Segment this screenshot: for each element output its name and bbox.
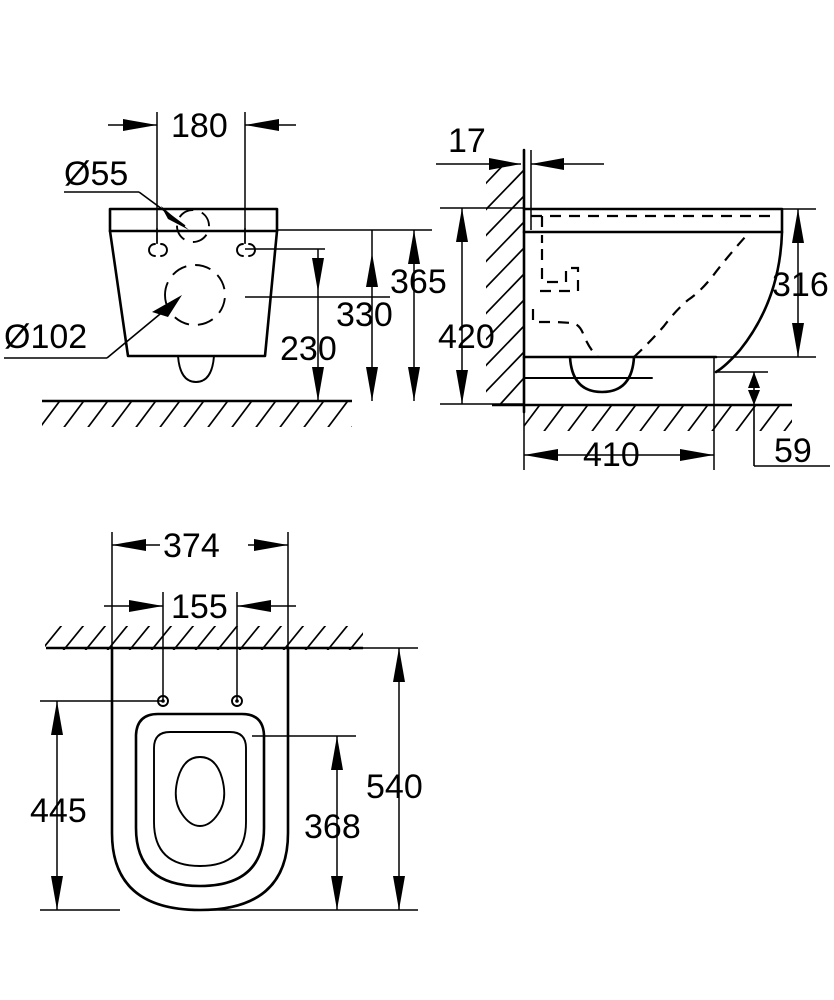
side-ground bbox=[492, 403, 792, 431]
dim-label-155: 155 bbox=[171, 588, 228, 626]
side-body-outline bbox=[522, 207, 784, 394]
plan-view: 374 155 bbox=[30, 527, 423, 912]
side-dim-17: 17 bbox=[436, 122, 604, 170]
front-dim-180: 180 bbox=[108, 107, 296, 243]
side-dim-316: 316 bbox=[716, 208, 829, 358]
plan-dim-445: 445 bbox=[30, 700, 163, 911]
front-dim-365: 365 bbox=[277, 229, 447, 401]
side-ground-hatch bbox=[524, 405, 792, 431]
plan-dim-155: 155 bbox=[104, 588, 296, 648]
front-outlet-circle bbox=[164, 264, 226, 326]
front-inlet-circle bbox=[176, 209, 210, 243]
dim-label-374: 374 bbox=[163, 527, 220, 565]
front-body-outline bbox=[108, 207, 279, 383]
dim-label-17: 17 bbox=[448, 122, 486, 160]
front-dim-230: 230 bbox=[245, 248, 337, 401]
side-elevation-view: 17 bbox=[436, 122, 830, 474]
dim-label-420: 420 bbox=[438, 318, 495, 356]
front-elevation-view: 180 bbox=[4, 107, 447, 427]
plan-mounting-hole-left bbox=[157, 648, 169, 707]
front-mounting-hole-left bbox=[148, 228, 168, 257]
plan-body-outline bbox=[110, 646, 290, 912]
side-dim-420: 420 bbox=[438, 207, 524, 405]
front-dim-330: 330 bbox=[245, 230, 393, 401]
plan-dim-374: 374 bbox=[111, 527, 289, 648]
plan-dim-540: 540 bbox=[200, 647, 423, 911]
dim-label-540: 540 bbox=[366, 768, 423, 806]
side-wall bbox=[486, 148, 532, 414]
side-dim-59: 59 bbox=[716, 371, 830, 470]
front-ground bbox=[42, 399, 352, 427]
dim-label-d55: Ø55 bbox=[64, 155, 128, 193]
dim-label-330: 330 bbox=[336, 296, 393, 334]
dim-label-180: 180 bbox=[171, 107, 228, 145]
side-wall-hatch bbox=[486, 163, 524, 406]
front-mounting-hole-right bbox=[236, 228, 256, 257]
dim-label-316: 316 bbox=[772, 266, 829, 304]
dim-label-410: 410 bbox=[583, 436, 640, 474]
plan-wall-hatch bbox=[45, 626, 363, 650]
front-leader-d55: Ø55 bbox=[64, 155, 189, 230]
plan-dim-368: 368 bbox=[252, 735, 361, 910]
dim-label-230: 230 bbox=[280, 330, 337, 368]
dim-label-365: 365 bbox=[390, 263, 447, 301]
side-hidden-detail bbox=[531, 214, 770, 358]
front-leader-d102: Ø102 bbox=[4, 295, 182, 359]
dim-label-59: 59 bbox=[774, 432, 812, 470]
side-dim-410: 410 bbox=[523, 357, 715, 474]
dim-label-d102: Ø102 bbox=[4, 318, 87, 356]
plan-mounting-hole-right bbox=[231, 648, 243, 707]
front-ground-hatch bbox=[42, 401, 352, 427]
dim-label-445: 445 bbox=[30, 792, 87, 830]
dim-label-368: 368 bbox=[304, 808, 361, 846]
